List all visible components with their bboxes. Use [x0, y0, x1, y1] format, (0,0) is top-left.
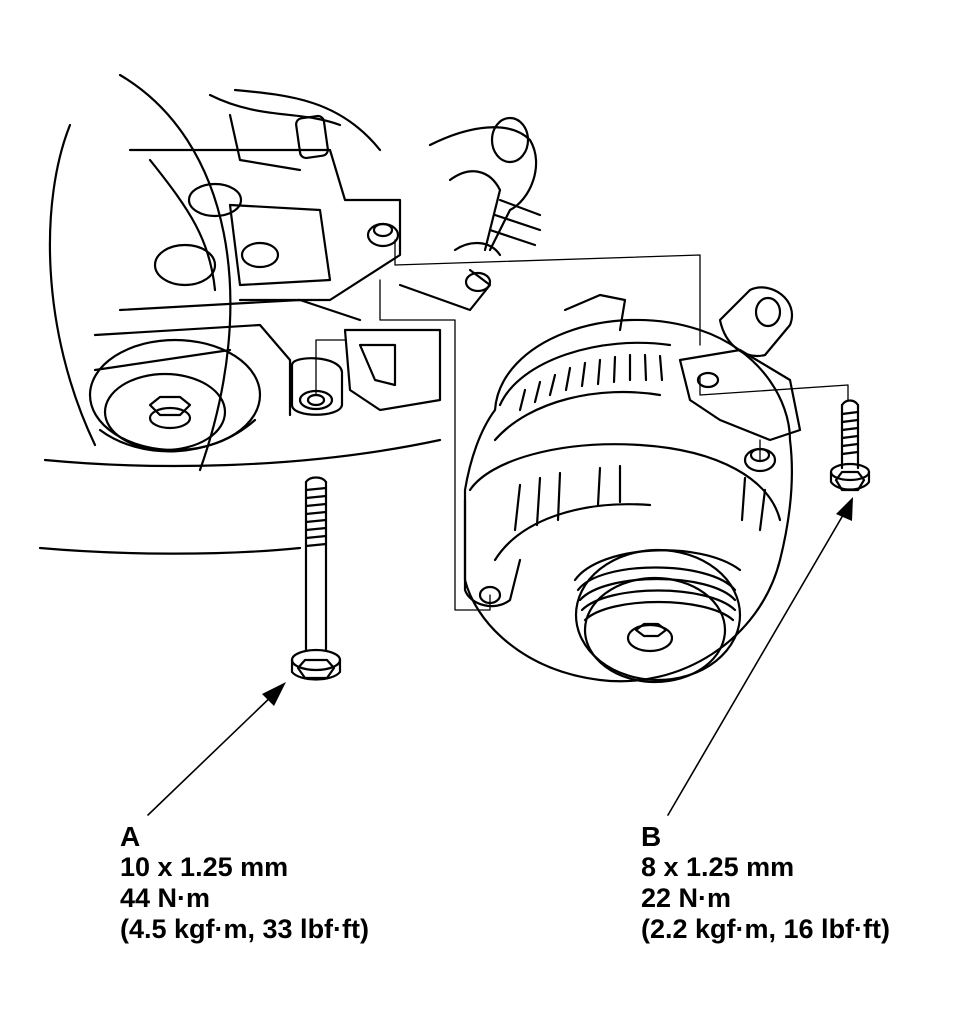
engine-block — [38, 73, 442, 555]
callout-arrow-b — [667, 497, 853, 816]
bolt-a — [290, 476, 342, 681]
idler-pulley — [88, 338, 262, 453]
torque-nm-b: 22 N·m — [641, 883, 732, 913]
callout-letter-a: A — [120, 821, 141, 852]
callout-label-b: B 8 x 1.25 mm 22 N·m (2.2 kgf·m, 16 lbf·… — [641, 821, 890, 945]
callout-label-a: A 10 x 1.25 mm 44 N·m (4.5 kgf·m, 33 lbf… — [120, 821, 369, 945]
callout-arrow-a — [147, 682, 286, 816]
mounting-boss-a — [290, 357, 344, 416]
routing-lines — [315, 239, 849, 611]
torque-nm-a: 44 N·m — [120, 883, 211, 913]
torque-alt-a: (4.5 kgf·m, 33 lbf·ft) — [120, 914, 370, 944]
callout-letter-b: B — [641, 821, 662, 852]
torque-alt-b: (2.2 kgf·m, 16 lbf·ft) — [641, 914, 891, 944]
bolt-b — [829, 399, 871, 492]
bolt-size-a: 10 x 1.25 mm — [120, 852, 289, 882]
alternator — [463, 286, 802, 684]
bolt-size-b: 8 x 1.25 mm — [641, 852, 795, 882]
upper-bracket — [343, 116, 542, 412]
